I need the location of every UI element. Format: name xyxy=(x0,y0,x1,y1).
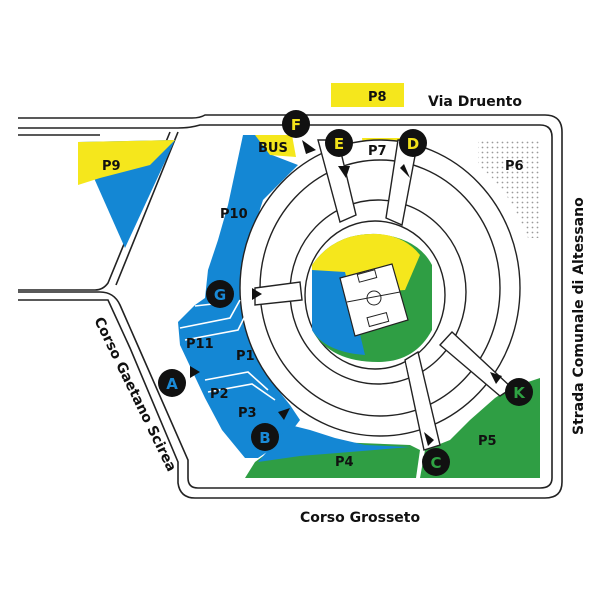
road-corso-grosseto: Corso Grosseto xyxy=(300,510,420,526)
label-p2: P2 xyxy=(210,387,229,402)
gate-g[interactable]: G xyxy=(206,280,262,308)
gate-k-label: K xyxy=(513,384,526,402)
gate-f[interactable]: F xyxy=(282,110,316,154)
road-outlines xyxy=(18,114,563,499)
label-p4: P4 xyxy=(335,455,354,470)
gate-c-label: C xyxy=(430,454,441,472)
parking-blue-zone xyxy=(178,135,300,458)
gate-a-label: A xyxy=(166,375,178,393)
label-p5: P5 xyxy=(478,434,497,449)
gate-e-label: E xyxy=(334,135,344,153)
label-p1: P1 xyxy=(236,349,255,364)
gate-b-label: B xyxy=(259,429,270,447)
label-p6: P6 xyxy=(505,159,524,174)
parking-bus xyxy=(255,135,296,157)
label-p8: P8 xyxy=(368,90,387,105)
stadium xyxy=(312,233,432,362)
label-p7: P7 xyxy=(368,144,387,159)
parking-p4-blue xyxy=(258,425,410,462)
gate-k[interactable]: K xyxy=(490,372,533,406)
gate-d-label: D xyxy=(407,135,419,153)
gate-e[interactable]: E xyxy=(325,129,353,178)
gate-a[interactable]: A xyxy=(158,366,200,397)
label-p9: P9 xyxy=(102,159,121,174)
label-p11: P11 xyxy=(186,337,214,352)
gate-b[interactable]: B xyxy=(251,408,290,451)
gate-g-label: G xyxy=(214,286,226,304)
road-via-druento: Via Druento xyxy=(428,94,522,110)
parking-p8 xyxy=(331,83,404,107)
ring-fills xyxy=(320,142,438,448)
label-p3: P3 xyxy=(238,406,257,421)
gate-f-label: F xyxy=(291,116,301,134)
label-p10: P10 xyxy=(220,207,248,222)
gate-d[interactable]: D xyxy=(399,129,427,178)
road-strada-altessano: Strada Comunale di Altessano xyxy=(571,197,587,435)
pitch xyxy=(339,263,409,337)
parking-p9-yellow xyxy=(78,140,175,185)
gate-c[interactable]: C xyxy=(422,432,450,476)
parking-p5 xyxy=(420,378,540,478)
label-bus: BUS xyxy=(258,141,288,156)
parking-p6 xyxy=(478,140,540,238)
